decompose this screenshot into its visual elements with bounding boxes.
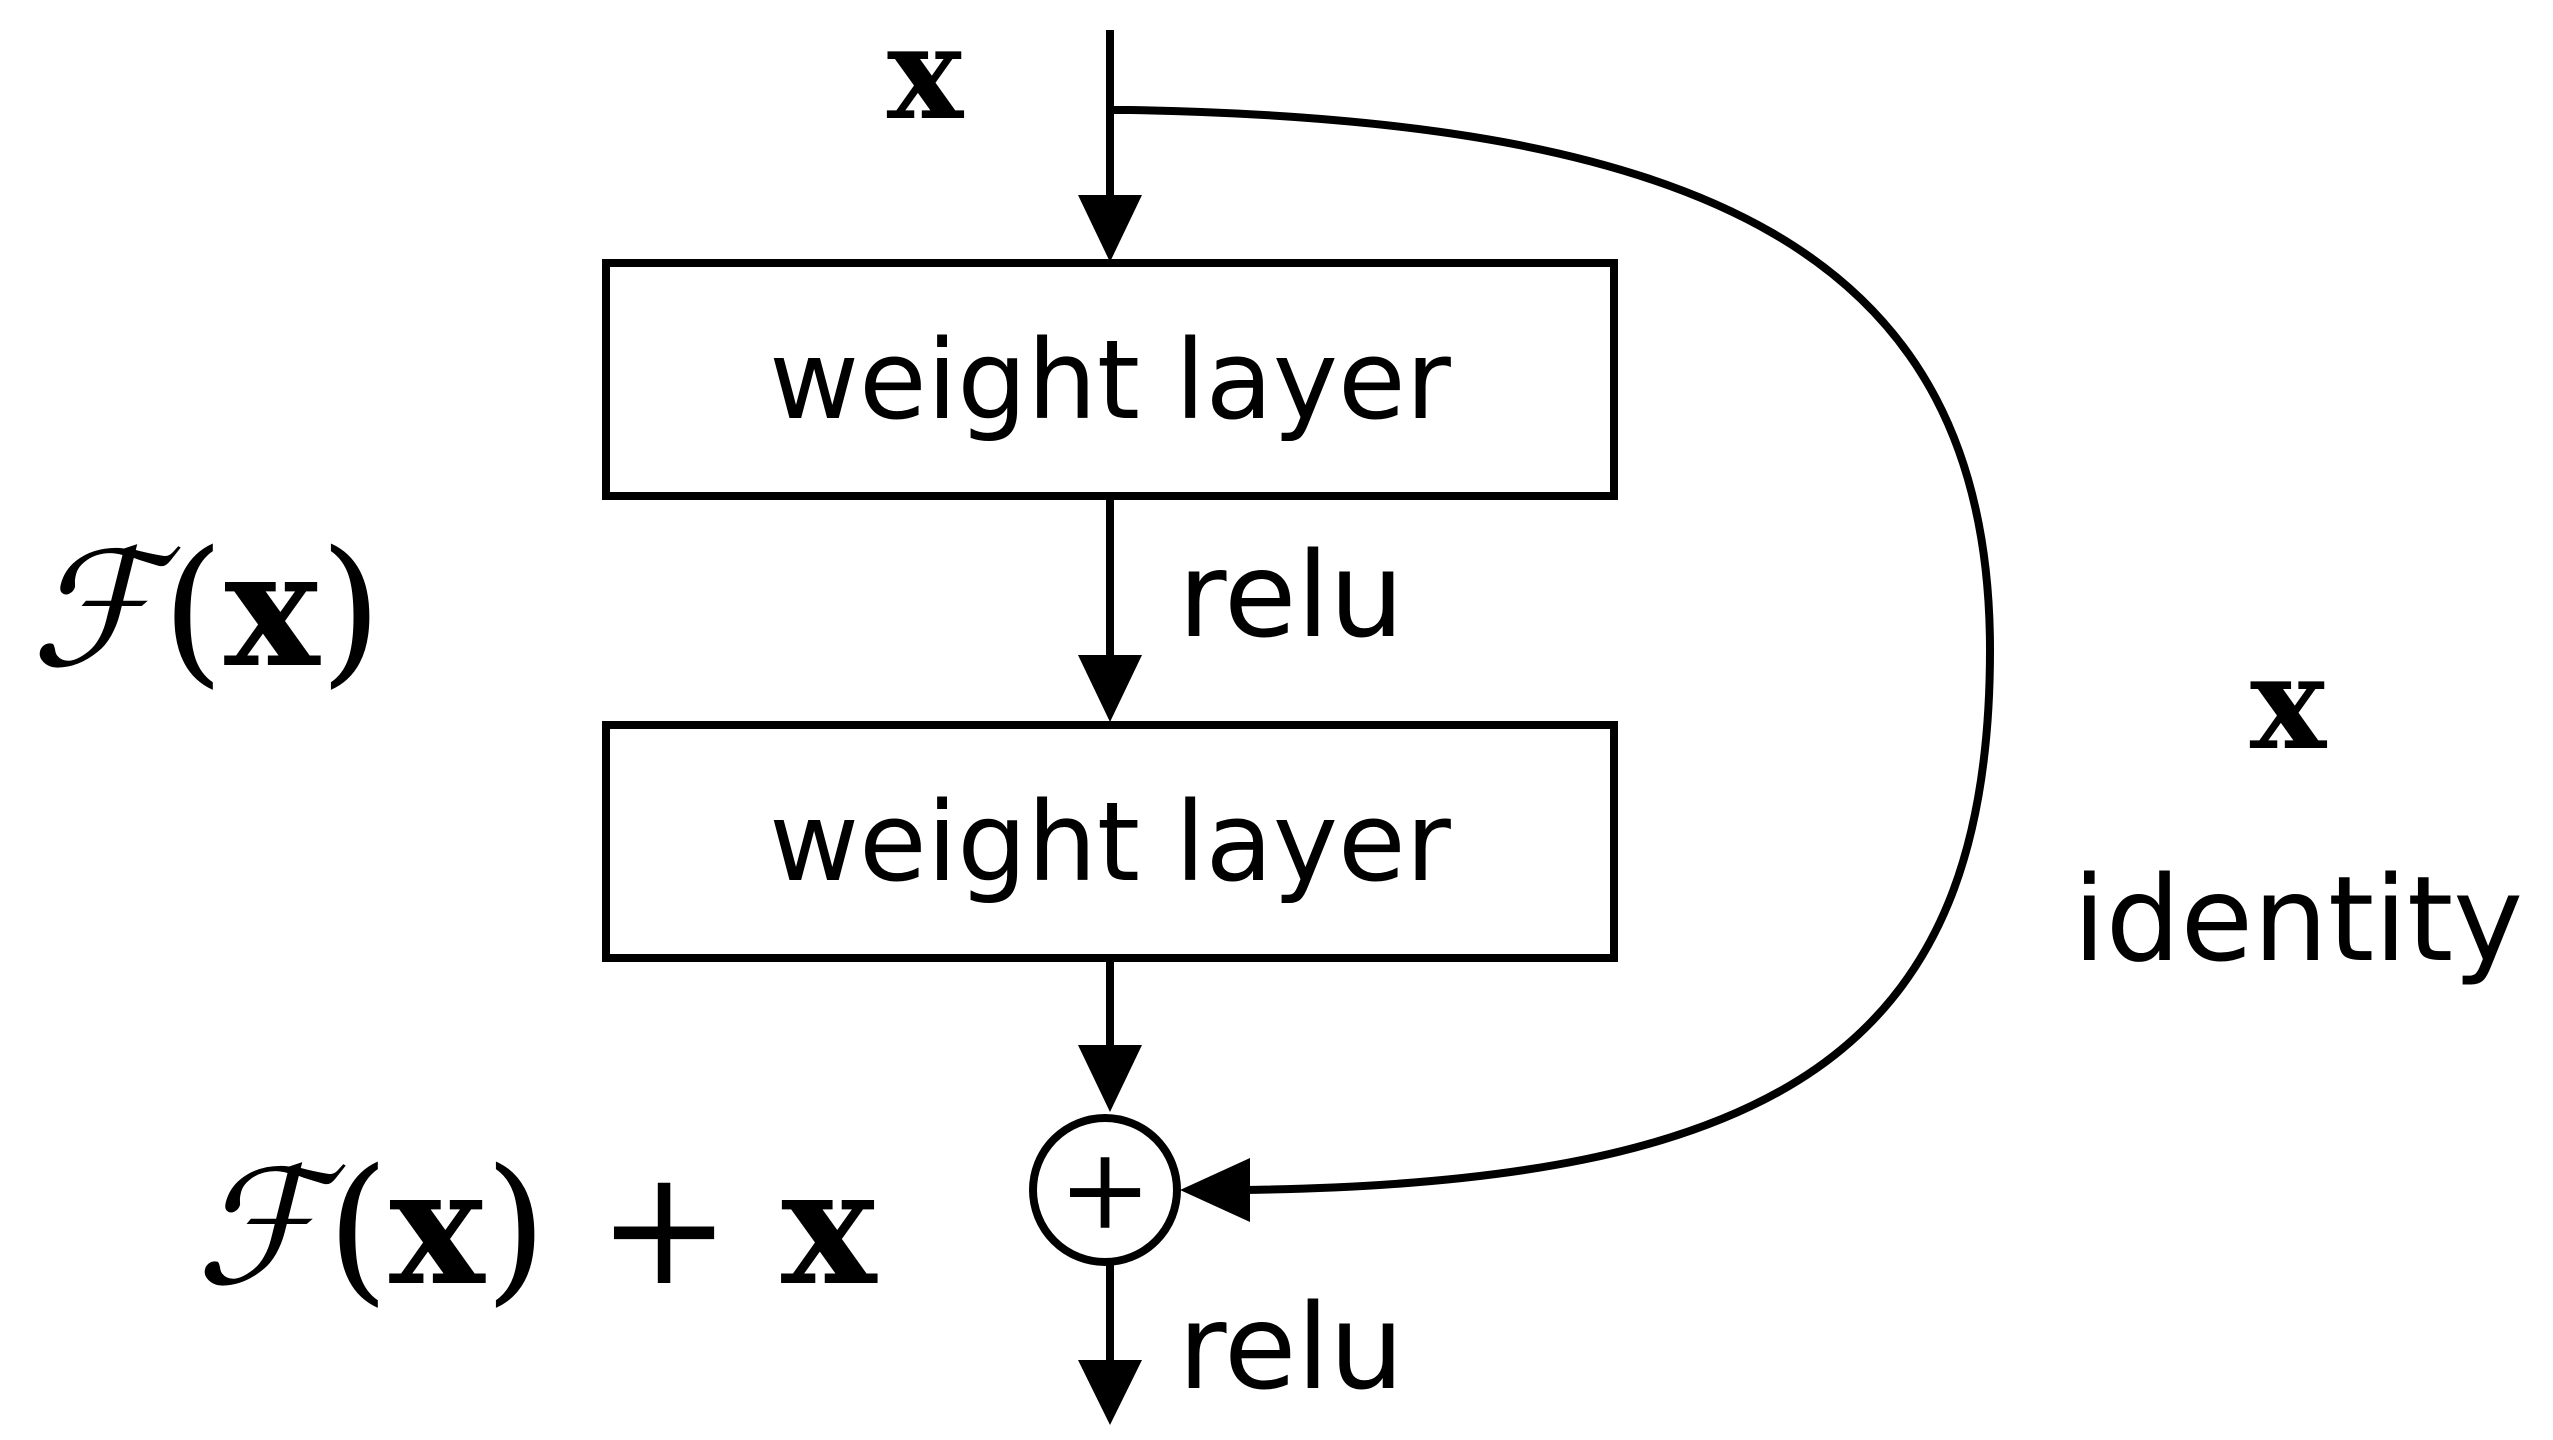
input-arrowhead — [1078, 195, 1142, 262]
output-label: ℱ(x)+x — [195, 1133, 878, 1321]
weight-layer-1-label: weight layer — [769, 316, 1452, 444]
relu-1-arrowhead — [1078, 655, 1142, 722]
shortcut-x-label: x — [2250, 629, 2328, 779]
relu-2-label: relu — [1178, 1278, 1404, 1416]
weight-layer-1-box — [602, 259, 1618, 500]
identity-shortcut-path — [1110, 106, 1995, 1194]
sum-node-circle — [1029, 1114, 1181, 1266]
output-arrowhead — [1078, 1360, 1142, 1425]
layer-2-output-arrowhead — [1078, 1045, 1142, 1112]
identity-label: identity — [2073, 850, 2523, 988]
residual-function-label: ℱ(x) — [30, 515, 382, 703]
weight-layer-2-label: weight layer — [769, 778, 1452, 906]
sum-symbol: + — [1058, 1125, 1152, 1255]
relu-1-label: relu — [1178, 526, 1404, 664]
input-label: x — [887, 0, 965, 149]
identity-shortcut-arrowhead — [1180, 1158, 1250, 1222]
weight-layer-2-box — [602, 721, 1618, 962]
